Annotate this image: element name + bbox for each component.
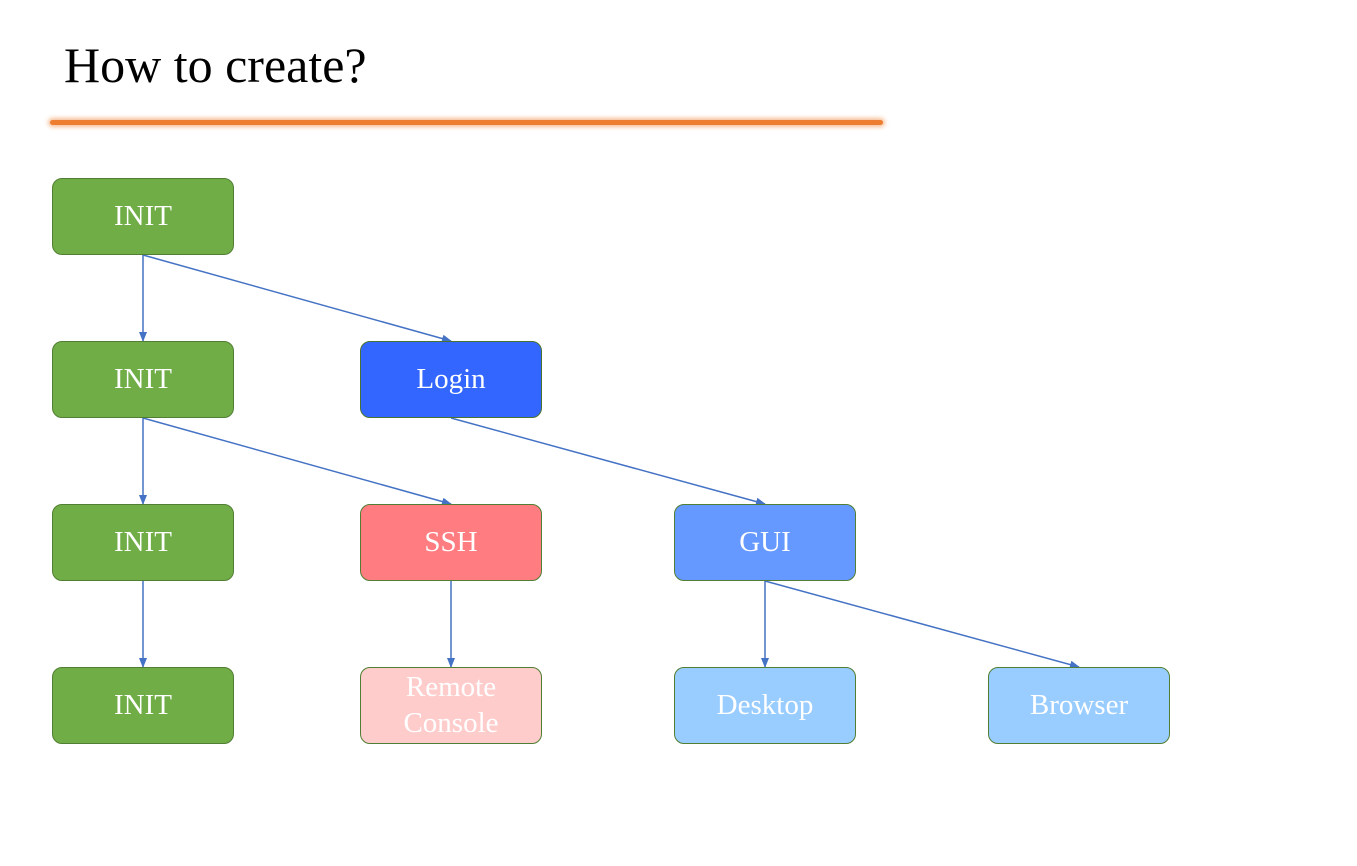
- gui-node: GUI: [674, 504, 856, 581]
- login-node: Login: [360, 341, 542, 418]
- init-node-level-4: INIT: [52, 667, 234, 744]
- connector-login-to-gui: [450, 417, 766, 506]
- remote-console-node: Remote Console: [360, 667, 542, 744]
- connector-gui-to-browser: [764, 580, 1080, 669]
- title-divider: [50, 120, 883, 125]
- browser-node: Browser: [988, 667, 1170, 744]
- init-node-level-1: INIT: [52, 178, 234, 255]
- page-title: How to create?: [64, 37, 367, 93]
- init-node-level-2: INIT: [52, 341, 234, 418]
- desktop-node: Desktop: [674, 667, 856, 744]
- connector-init2-to-ssh: [142, 417, 452, 506]
- ssh-node: SSH: [360, 504, 542, 581]
- connector-init1-to-login: [142, 254, 452, 343]
- init-node-level-3: INIT: [52, 504, 234, 581]
